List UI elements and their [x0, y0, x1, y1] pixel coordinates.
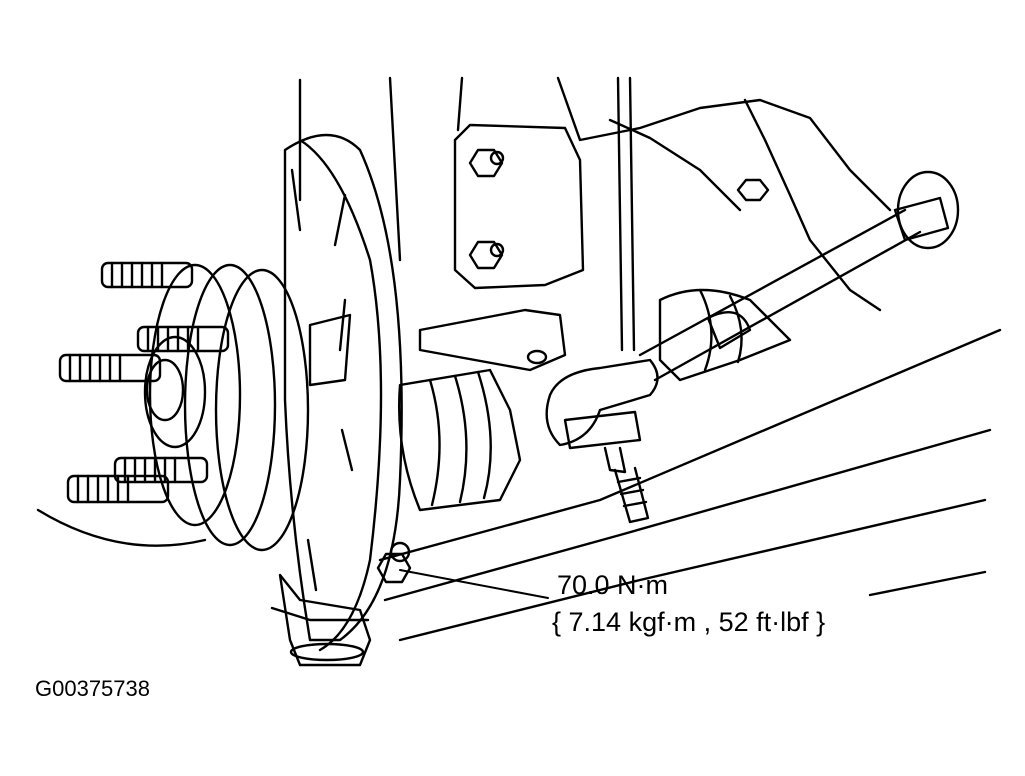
strut-bracket [418, 123, 585, 372]
callout-leader-line [399, 569, 549, 599]
wheel-stud-2 [136, 325, 230, 353]
bracket-bolt-lower [468, 240, 505, 270]
wheel-stud-5 [66, 474, 170, 504]
lower-arm [378, 328, 1002, 642]
brake-rod [616, 76, 636, 352]
wheel-stud-1 [100, 261, 194, 289]
frame-nut [736, 178, 770, 202]
brake-rotor [283, 133, 403, 652]
wheel-stud-3 [58, 353, 162, 383]
torque-spec-alt-units: { 7.14 kgf·m , 52 ft·lbf } [552, 607, 826, 637]
ball-joint-nut [376, 541, 412, 584]
tie-rod-end [545, 358, 659, 524]
drive-shaft-boot [397, 288, 792, 512]
torque-spec-nm: 70.0 N·m [557, 570, 669, 600]
figure-id: G00375738 [35, 676, 150, 701]
bracket-bolt-upper [468, 148, 505, 178]
wheel-hub [143, 263, 372, 667]
tie-rod [638, 170, 960, 382]
wheel-stud-4 [113, 456, 209, 484]
